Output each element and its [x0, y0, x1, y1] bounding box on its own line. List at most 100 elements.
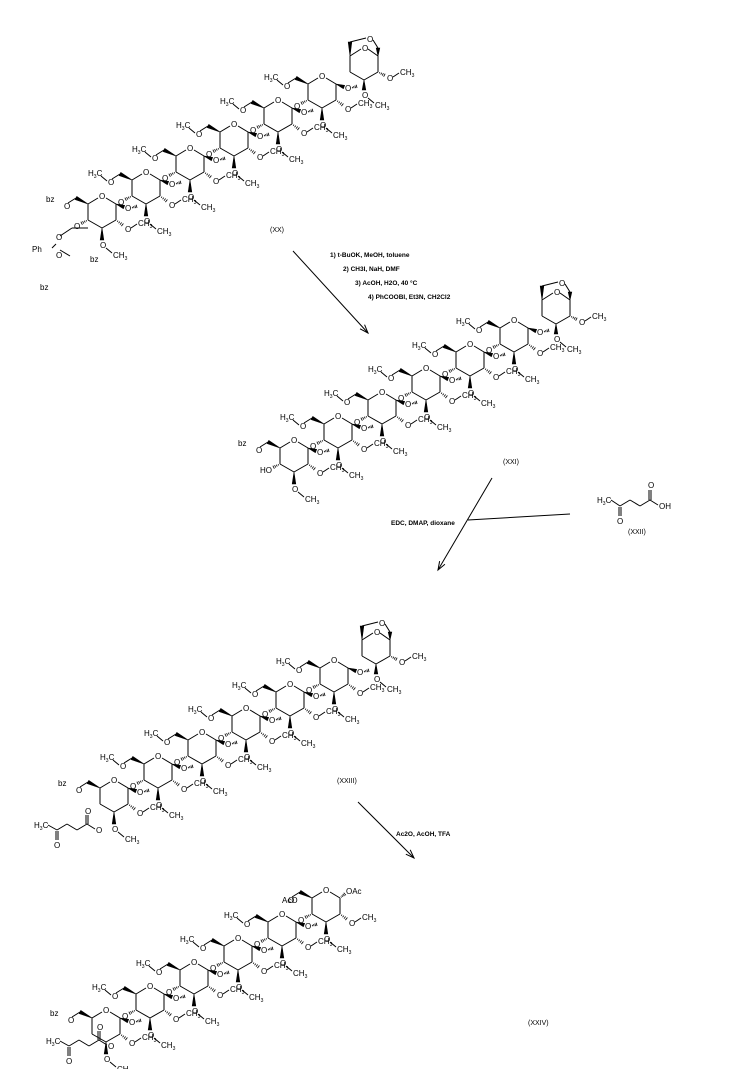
bond [219, 125, 231, 133]
hashed-bond [336, 100, 344, 107]
glycosidic-oxygen: O [493, 352, 499, 361]
ring-oxygen: O [291, 436, 297, 445]
hashed-bond [223, 970, 230, 975]
wedge-bond [287, 715, 293, 729]
hash-line [311, 466, 314, 469]
hash-line [343, 916, 346, 919]
c6-oxygen: O [256, 446, 262, 455]
bond [219, 147, 235, 157]
bond [135, 1009, 151, 1019]
bond [88, 1039, 100, 1047]
c2-oxygen: O [257, 153, 263, 162]
hashed-bond [275, 716, 282, 721]
c6-oxygen: O [200, 944, 206, 953]
h3c-subscript: 3 [230, 916, 233, 922]
hash-line [451, 368, 454, 371]
bond [135, 987, 147, 995]
hash-line [221, 158, 223, 161]
bond [292, 419, 300, 426]
hashed-bond [440, 392, 448, 399]
c3-oxygen: O [144, 217, 150, 226]
methyl-subscript: 3 [370, 104, 373, 110]
c2-oxygen: O [493, 373, 499, 382]
wedge-bond [191, 993, 197, 1007]
step2-condition: EDC, DMAP, dioxane [391, 520, 455, 527]
hash-line [250, 149, 253, 152]
c2-oxygen: O [125, 225, 131, 234]
hash-line [530, 345, 533, 348]
bond [319, 683, 335, 693]
hash-line [80, 221, 83, 225]
wedge-bond [539, 285, 545, 301]
wedge-bond [235, 969, 241, 983]
bond [100, 175, 108, 182]
hash-line [398, 417, 401, 420]
bond [149, 173, 161, 181]
bond [263, 123, 279, 133]
hash-line [404, 393, 407, 397]
c3-oxygen: O [468, 389, 474, 398]
bond [584, 316, 592, 322]
glycosidic-oxygen: O [257, 132, 263, 141]
hash-line [406, 393, 409, 396]
hashed-bond [175, 180, 182, 185]
hash-line [341, 103, 344, 107]
hash-line [185, 755, 188, 758]
hash-line [327, 448, 330, 453]
c6-oxygen: O [196, 130, 202, 139]
ring-oxygen: O [331, 656, 337, 665]
glycosidic-oxygen: O [213, 156, 219, 165]
glycosidic-oxygen: O [405, 400, 411, 409]
methyl-subscript: 3 [342, 468, 345, 474]
methyl-label: CH3 [305, 495, 320, 506]
hash-line [545, 330, 547, 333]
hash-line [338, 101, 341, 104]
hash-line [130, 805, 133, 808]
hash-line [262, 939, 265, 942]
methyl-subscript: 3 [257, 184, 260, 190]
hash-line [279, 716, 282, 721]
hash-line [414, 401, 416, 405]
wedge-bond [143, 203, 149, 217]
hashed-bond [135, 1018, 142, 1023]
c3-oxygen: O [276, 145, 282, 154]
c6-oxygen: O [244, 920, 250, 929]
bond [318, 711, 326, 717]
bond [91, 1033, 107, 1043]
hash-line [207, 174, 210, 177]
h3c-subscript: 3 [106, 758, 109, 764]
glycosidic-oxygen: O [317, 448, 323, 457]
c2-oxygen: O [169, 201, 175, 210]
wedge-bond [307, 447, 318, 454]
bond [281, 101, 293, 109]
c6-oxygen: O [344, 398, 350, 407]
methyl-subscript: 3 [294, 736, 297, 742]
compound-xx-structure: OObzOCH3OCH3OOOOH3COCH3OCH3OOOOH3COCH3OC… [32, 35, 415, 292]
oxygen: O [362, 91, 368, 100]
methyl-subscript: 3 [361, 476, 364, 482]
methyl-subscript: 3 [154, 1038, 157, 1044]
hash-line [182, 995, 184, 999]
hash-line [278, 717, 280, 721]
bond [113, 803, 129, 813]
h3c-label: H3C [92, 983, 107, 994]
methyl-label: CH3 [113, 251, 128, 262]
wedge-bond [294, 75, 309, 85]
hash-line [163, 198, 166, 201]
hashed-bond [570, 315, 578, 321]
benzoyl-label: bz [50, 1009, 58, 1018]
h3c-label: H3C [188, 705, 203, 716]
ring-oxygen: O [279, 910, 285, 919]
bond [232, 103, 240, 110]
wedge-bond [279, 945, 285, 959]
methyl-label: CH3 [245, 179, 260, 190]
bond [325, 913, 341, 923]
bond [193, 985, 209, 995]
bond [211, 709, 221, 716]
h3c-label: H3C [100, 753, 115, 764]
hash-line [306, 709, 309, 712]
